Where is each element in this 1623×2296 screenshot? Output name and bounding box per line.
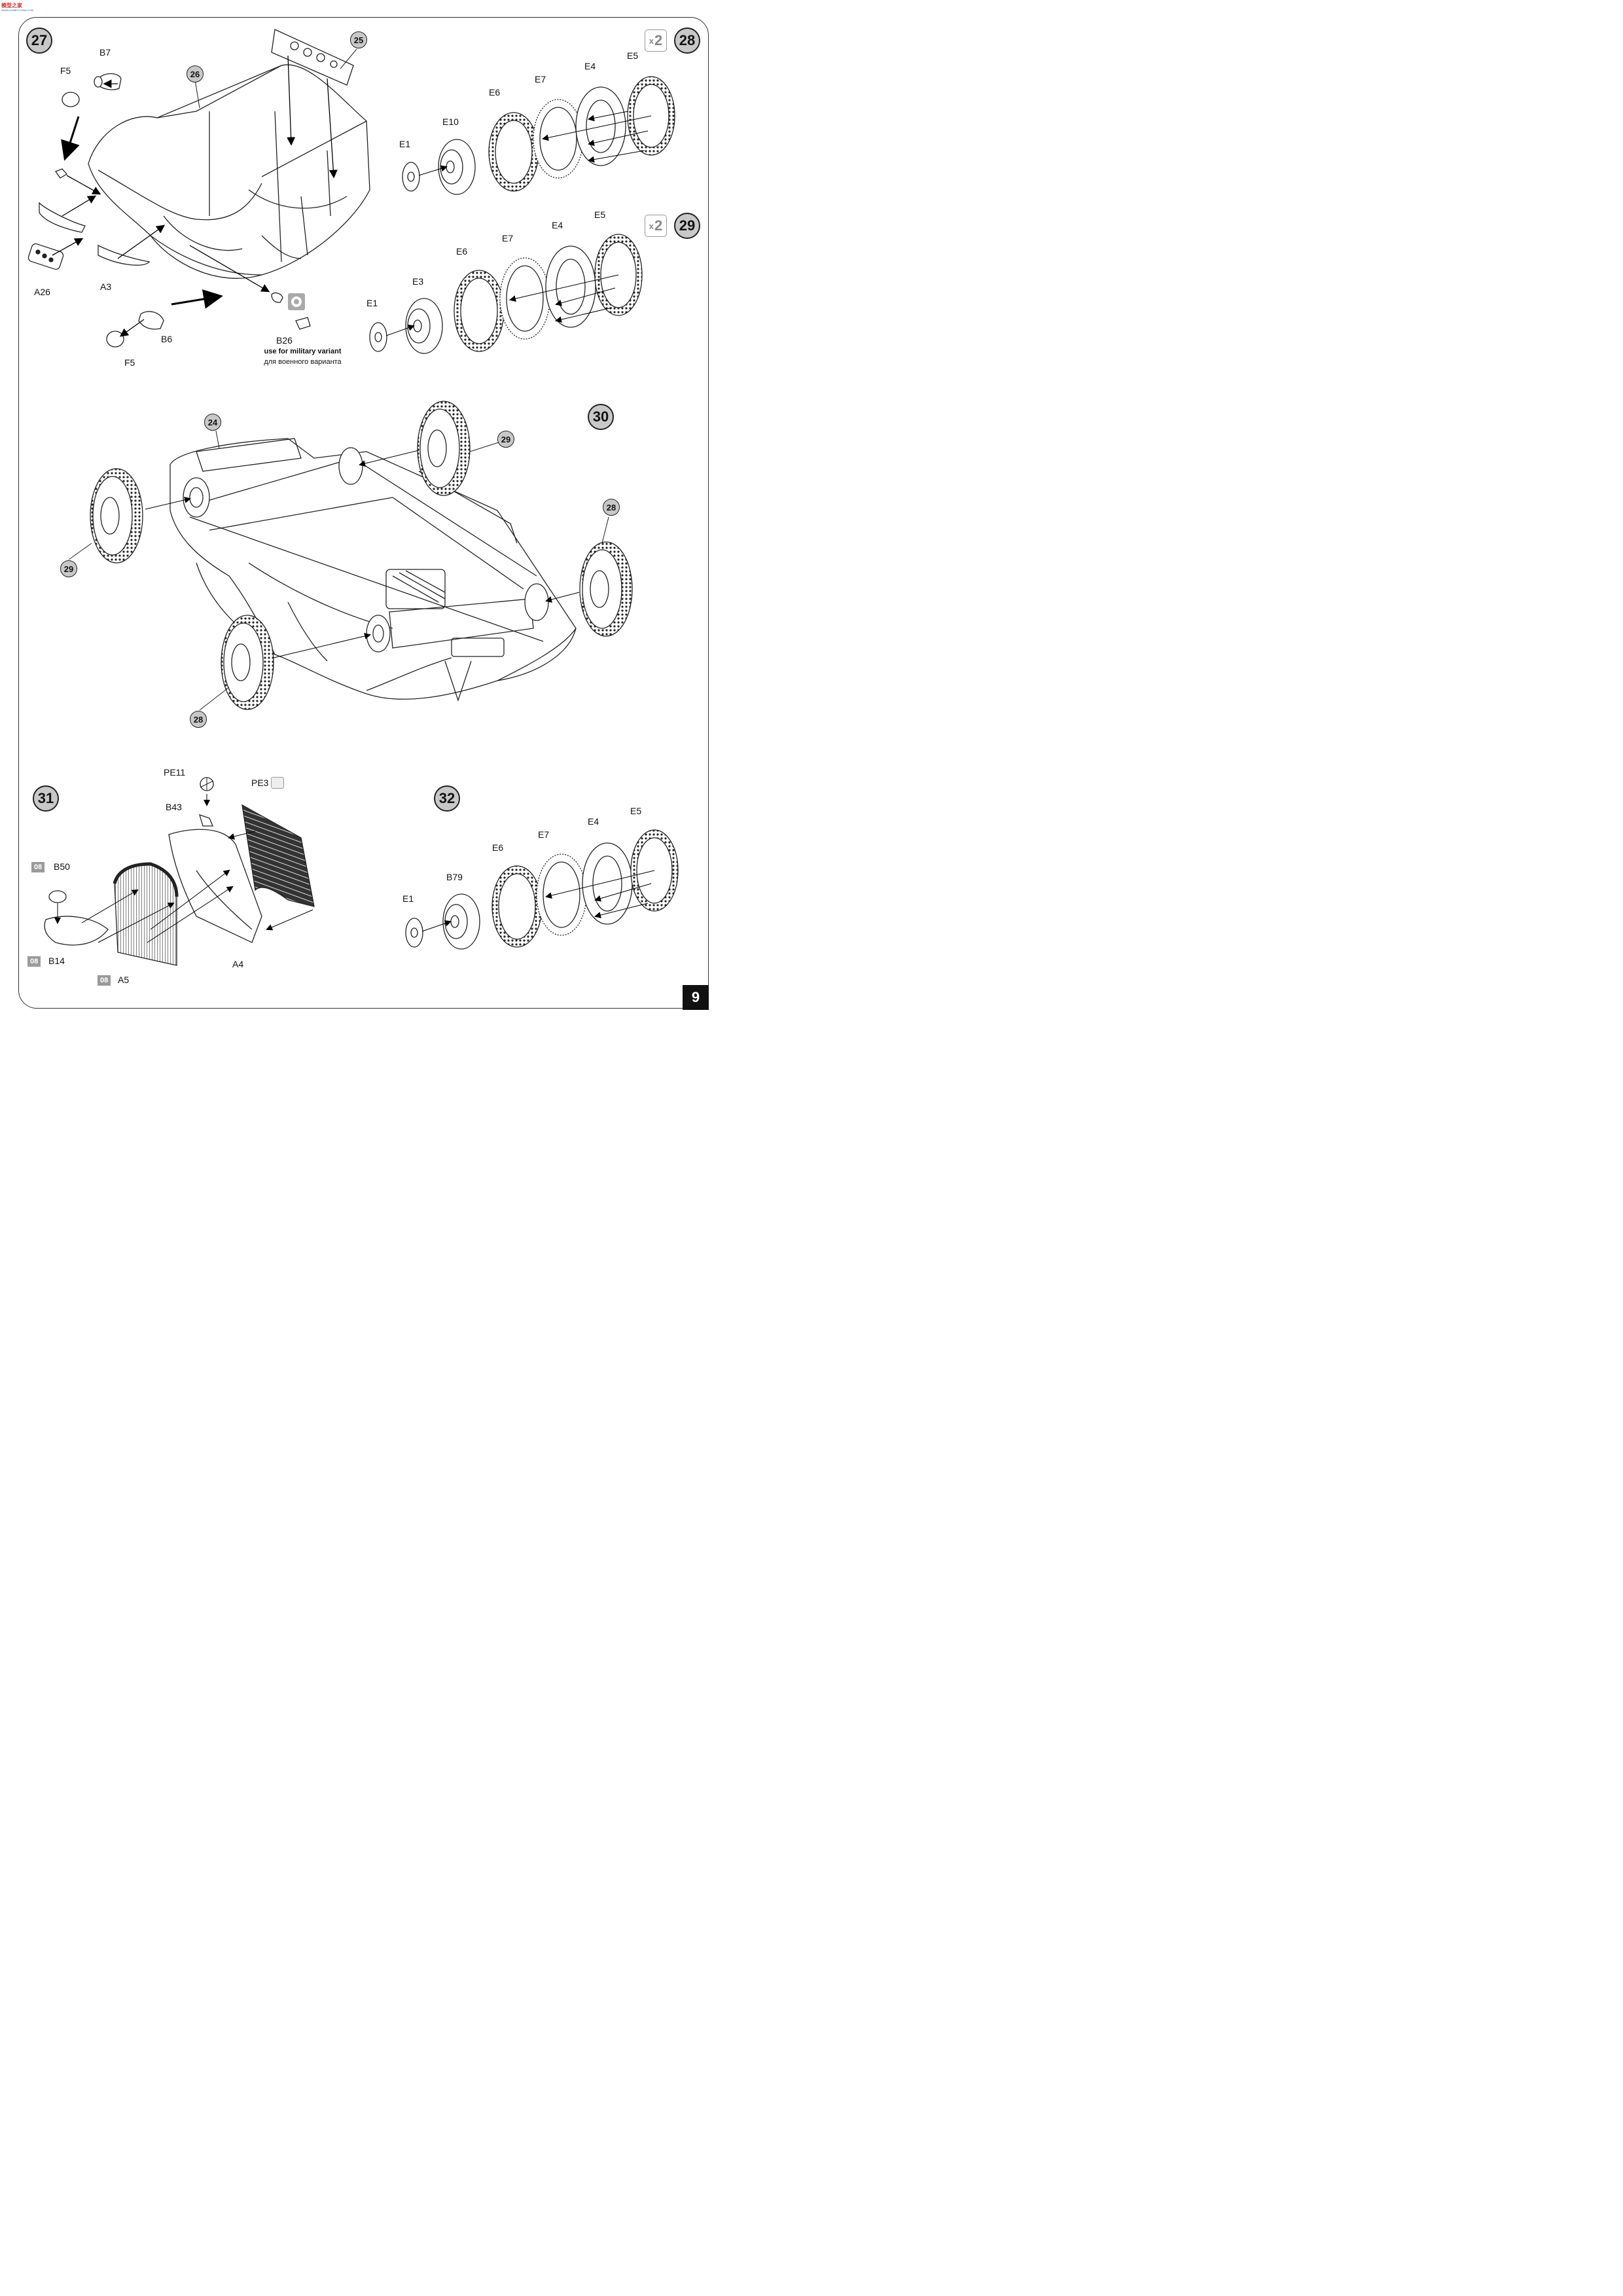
step28-wheel bbox=[402, 76, 675, 195]
part-label-b50: B50 bbox=[54, 861, 70, 872]
part-label-e4-29: E4 bbox=[552, 220, 563, 230]
page-number: 9 bbox=[683, 985, 709, 1010]
leader-lines bbox=[68, 48, 609, 711]
assembly-drawing bbox=[27, 29, 679, 966]
military-icon bbox=[288, 293, 305, 310]
page-frame bbox=[18, 17, 709, 1009]
step28-arrows bbox=[418, 111, 652, 176]
part-label-e5-32: E5 bbox=[630, 806, 642, 816]
ref-step-28-bottom: 28 bbox=[190, 711, 207, 728]
part-label-e10: E10 bbox=[442, 117, 459, 127]
part-label-e5-29: E5 bbox=[594, 209, 606, 220]
step27-small-parts bbox=[27, 73, 311, 348]
part-label-b7: B7 bbox=[99, 47, 111, 58]
step30-wheels bbox=[90, 401, 633, 710]
part-label-e3: E3 bbox=[412, 276, 424, 287]
part-label-e4-28: E4 bbox=[584, 61, 596, 71]
step30-chassis bbox=[169, 438, 577, 702]
part-label-e6-29: E6 bbox=[456, 246, 468, 257]
step-number-28: 28 bbox=[674, 27, 700, 54]
part-label-e6-32: E6 bbox=[492, 842, 504, 853]
ref-step-29-left: 29 bbox=[60, 560, 77, 577]
ref-step-24: 24 bbox=[204, 414, 221, 431]
step-number-32: 32 bbox=[434, 785, 460, 812]
step27-body-shell bbox=[88, 64, 370, 279]
part-label-b26: B26 bbox=[276, 335, 293, 346]
part-label-a5: A5 bbox=[118, 975, 130, 985]
part-label-e6-28: E6 bbox=[489, 87, 501, 98]
part-label-e4-32: E4 bbox=[588, 816, 599, 827]
part-label-e1-28: E1 bbox=[399, 139, 411, 149]
step31-radiator bbox=[44, 777, 315, 966]
step27-rear-panel bbox=[271, 29, 354, 86]
part-label-e7-28: E7 bbox=[535, 74, 546, 84]
step32-wheel bbox=[405, 829, 679, 950]
step29-arrows bbox=[385, 274, 619, 336]
military-note-en: use for military variant bbox=[264, 348, 342, 355]
paint-code-badge-a5: 08 bbox=[98, 975, 111, 986]
step-number-29: 29 bbox=[674, 213, 700, 239]
part-label-b79: B79 bbox=[446, 872, 463, 882]
part-label-a26: A26 bbox=[34, 287, 50, 297]
part-label-pe11: PE11 bbox=[164, 767, 186, 778]
part-label-b6: B6 bbox=[161, 334, 173, 344]
part-label-f5-bottom: F5 bbox=[124, 357, 135, 368]
military-note-ru: для военного варианта bbox=[264, 358, 342, 366]
step-number-27: 27 bbox=[26, 27, 52, 54]
ref-step-29-top: 29 bbox=[497, 431, 514, 448]
part-label-e7-32: E7 bbox=[538, 829, 550, 840]
part-label-b43: B43 bbox=[166, 802, 182, 812]
part-label-e1-32: E1 bbox=[402, 893, 414, 904]
part-label-a4: A4 bbox=[232, 959, 244, 969]
step30-arrows bbox=[145, 450, 580, 658]
step31-arrows bbox=[54, 794, 313, 943]
part-label-e1-29: E1 bbox=[366, 298, 378, 308]
step-number-31: 31 bbox=[33, 785, 59, 812]
ref-step-28-right: 28 bbox=[603, 499, 620, 516]
site-logo: 模型之家 bbox=[1, 3, 22, 9]
part-label-f5-top: F5 bbox=[60, 65, 71, 76]
step-number-30: 30 bbox=[588, 404, 614, 430]
photo-etch-icon bbox=[271, 777, 284, 789]
part-label-a3: A3 bbox=[100, 281, 112, 292]
part-label-pe3: PE3 bbox=[251, 778, 269, 788]
step29-wheel bbox=[369, 234, 643, 354]
step32-arrows bbox=[421, 870, 655, 932]
paint-code-badge-b14: 08 bbox=[27, 956, 41, 967]
ref-step-26: 26 bbox=[187, 65, 204, 82]
site-logo-url: WWW.HOBBYCHINA.COM bbox=[1, 9, 34, 12]
part-label-b14: B14 bbox=[48, 956, 65, 966]
step27-arrows bbox=[52, 55, 338, 337]
part-label-e7-29: E7 bbox=[502, 233, 514, 243]
ref-step-25: 25 bbox=[350, 31, 367, 48]
paint-code-badge-b50: 08 bbox=[31, 862, 45, 872]
part-label-e5-28: E5 bbox=[627, 50, 639, 61]
